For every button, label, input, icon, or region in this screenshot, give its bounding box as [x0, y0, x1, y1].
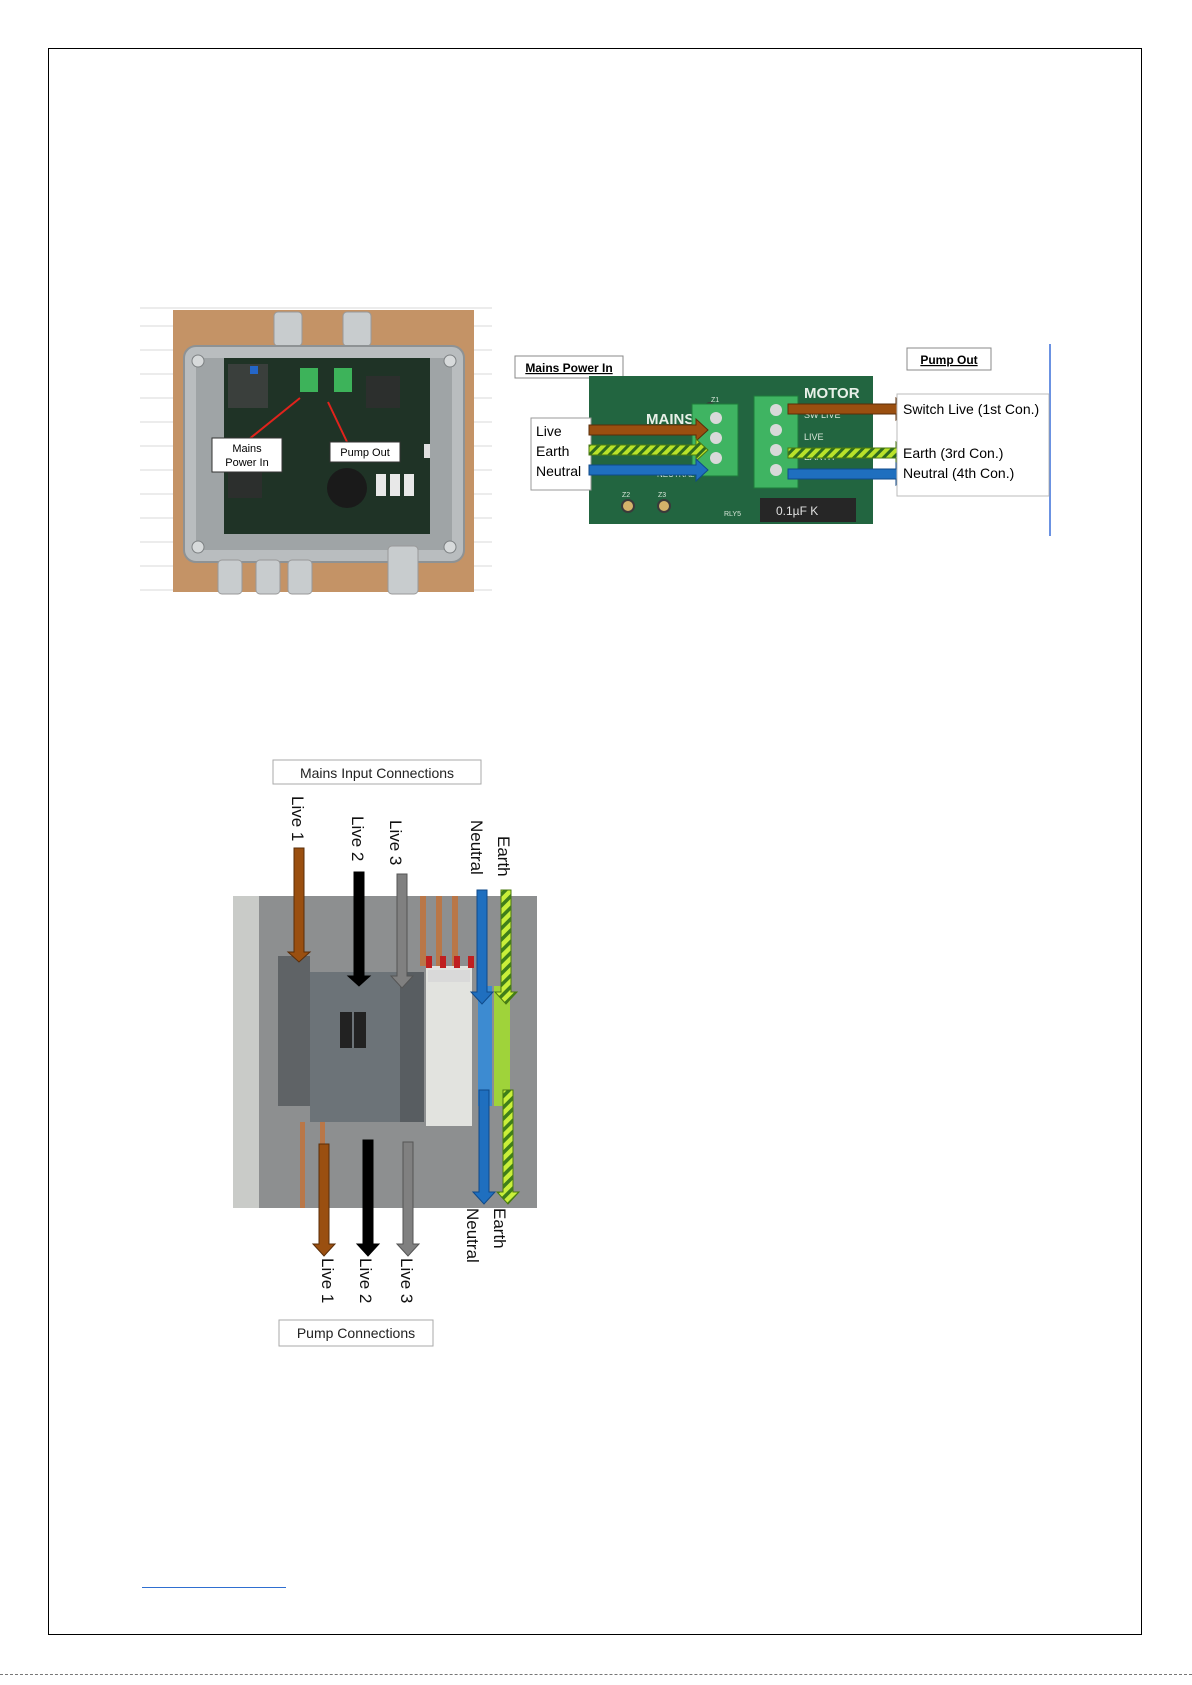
enclosure-mains-label-line2: Power In: [225, 457, 268, 469]
board-z3-text: Z3: [658, 492, 666, 499]
pump-out-heading: Pump Out: [920, 353, 977, 367]
pump-connections-title: Pump Connections: [297, 1325, 415, 1341]
contactor-diagram-figure: Mains Input Connections Live 1 Live 2 Li…: [230, 756, 550, 1350]
enclosure-pump-label: Pump Out: [340, 447, 390, 459]
top-label-live-3: Live 3: [386, 820, 405, 865]
board-capacitor-text: 0.1µF K: [776, 504, 818, 518]
top-label-neutral: Neutral: [467, 820, 486, 875]
footnote-separator: [142, 1587, 286, 1588]
bottom-label-live-2: Live 2: [356, 1258, 375, 1303]
terminal-diagram-figure: Mains Power In Pump Out MAINS IN MOTOR S…: [512, 342, 1052, 538]
mains-power-in-heading: Mains Power In: [525, 361, 612, 375]
board-rly5-text: RLY5: [724, 511, 741, 518]
board-z2-text: Z2: [622, 492, 630, 499]
bottom-label-live-1: Live 1: [318, 1258, 337, 1303]
terminal-diagram: Mains Power In Pump Out MAINS IN MOTOR S…: [512, 342, 1052, 538]
input-label-neutral: Neutral: [536, 463, 581, 479]
bottom-label-earth: Earth: [490, 1208, 509, 1249]
output-label-switch-live: Switch Live (1st Con.): [903, 401, 1039, 417]
page-border: [48, 48, 1142, 1635]
output-label-earth: Earth (3rd Con.): [903, 445, 1003, 461]
input-label-live: Live: [536, 423, 562, 439]
enclosure-photo-figure: Mains Power In Pump Out: [140, 306, 492, 598]
top-label-live-2: Live 2: [348, 816, 367, 861]
top-label-earth: Earth: [494, 836, 513, 877]
board-motor-text: MOTOR: [804, 385, 860, 402]
enclosure-mains-label-line1: Mains: [232, 443, 262, 455]
enclosure-photo: Mains Power In Pump Out: [140, 306, 492, 598]
bottom-label-live-3: Live 3: [397, 1258, 416, 1303]
mains-input-connections-title: Mains Input Connections: [300, 765, 454, 781]
output-label-neutral: Neutral (4th Con.): [903, 465, 1014, 481]
board-live-text: LIVE: [804, 432, 824, 442]
contactor-diagram: Mains Input Connections Live 1 Live 2 Li…: [230, 756, 550, 1350]
input-label-earth: Earth: [536, 443, 569, 459]
top-label-live-1: Live 1: [288, 796, 307, 841]
bottom-label-neutral: Neutral: [463, 1208, 482, 1263]
page-break-line: [0, 1674, 1192, 1675]
